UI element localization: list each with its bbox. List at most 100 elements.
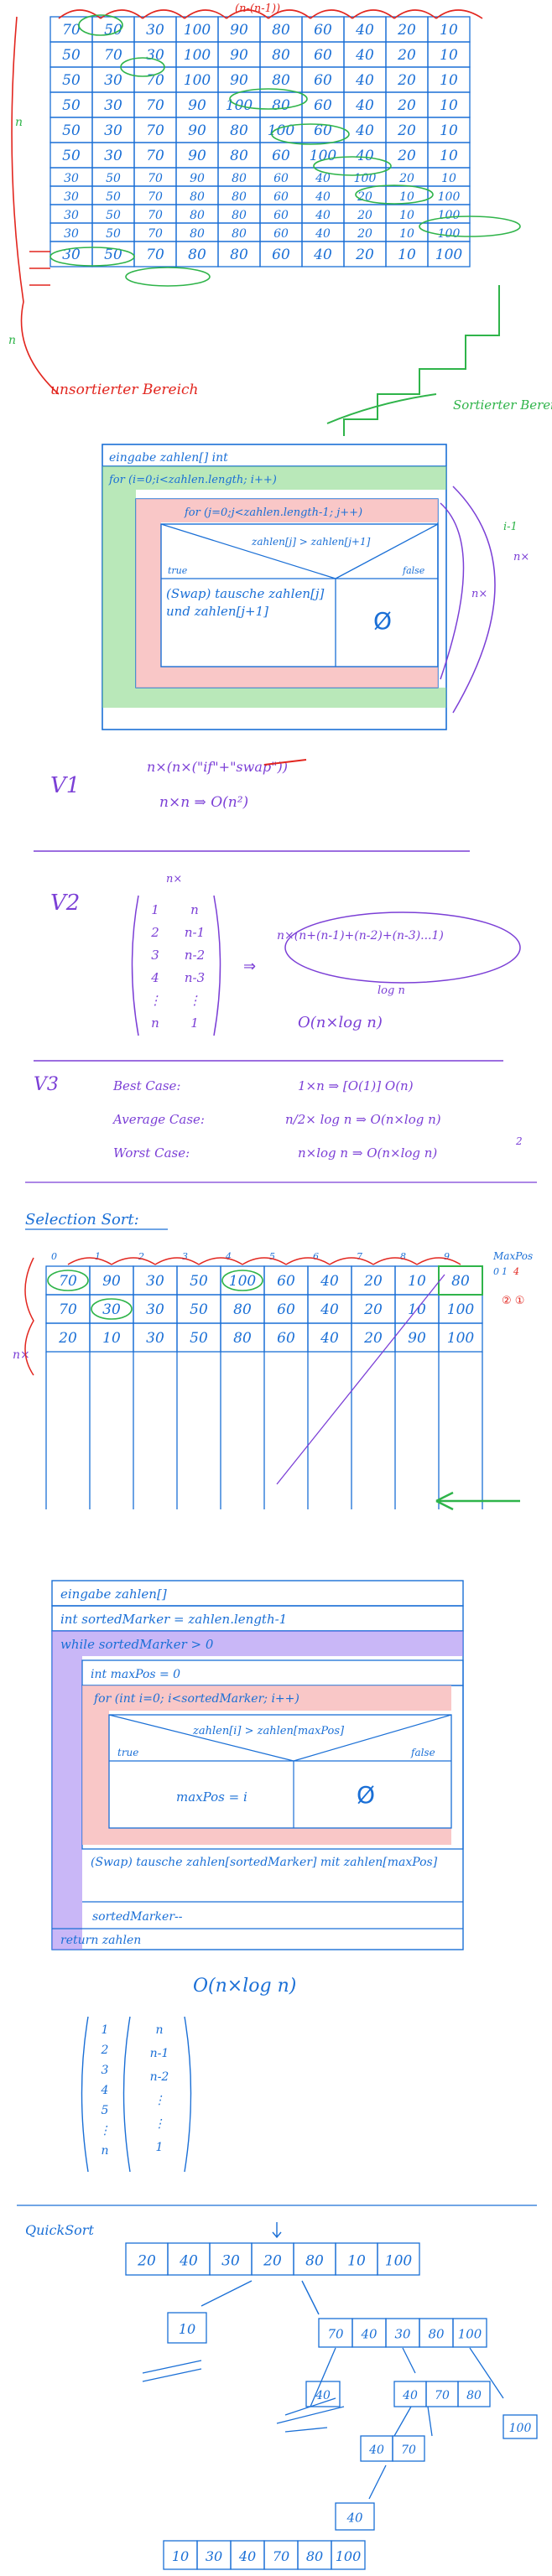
- bubble-cell-value: 100: [438, 190, 461, 204]
- selection-cell-value: 70: [59, 1273, 77, 1290]
- selection-sort-title: Selection Sort:: [25, 1211, 139, 1228]
- selection-red-arrows: [67, 1257, 461, 1265]
- bubble-cell-value: 40: [355, 97, 374, 114]
- selection-left-item: ⋮: [99, 2124, 111, 2137]
- v1-label: V1: [50, 773, 80, 798]
- quick-sort-value: 40: [315, 2389, 331, 2402]
- selection-cell-value: 10: [408, 1273, 426, 1290]
- sel-nassi-false: false: [410, 1747, 435, 1758]
- bubble-cell-value: 20: [357, 209, 372, 222]
- bubble-cell-value: 100: [184, 47, 211, 64]
- quick-sort-value: 20: [263, 2253, 282, 2270]
- selection-cell-value: 20: [363, 1301, 383, 1318]
- bubble-cell-value: 80: [230, 247, 248, 263]
- selection-red-brackets: [24, 1257, 34, 1376]
- selection-cell-value: 20: [363, 1330, 383, 1347]
- bubble-cell-value: 10: [398, 247, 416, 263]
- bubble-cell-value: 60: [314, 47, 332, 64]
- red-swap-arrows: [58, 9, 483, 19]
- v3-row-best-value: 1×n ⇒ [O(1)] O(n): [298, 1078, 414, 1093]
- selection-nassi-diagram: eingabe zahlen[] int sortedMarker = zahl…: [51, 1580, 464, 1950]
- v2-right-item: ⋮: [189, 993, 201, 1008]
- bubble-cell-value: 100: [184, 22, 211, 39]
- bubble-cell-value: 30: [64, 227, 79, 241]
- n-label-left-2: n: [8, 334, 16, 347]
- selection-cell-value: 80: [233, 1301, 252, 1318]
- selection-cell-value: 50: [190, 1301, 208, 1318]
- quick-sort-cell: [335, 2502, 375, 2531]
- quick-sort-value: 40: [346, 2511, 363, 2526]
- bubble-cell-value: 40: [313, 247, 332, 263]
- quick-sort-value: 70: [273, 2548, 289, 2564]
- maxpos-label: MaxPos: [492, 1250, 533, 1262]
- selection-cell-value: 40: [320, 1330, 339, 1347]
- quick-sort-title: QuickSort: [25, 2222, 94, 2238]
- bubble-cell-value: 60: [314, 97, 332, 114]
- bubble-cell-value: 70: [62, 22, 81, 39]
- selection-left-item: 5: [102, 2104, 109, 2117]
- v2-log: log n: [378, 984, 405, 997]
- quick-sort-value: 40: [360, 2327, 378, 2342]
- bubble-cell-value: 90: [188, 122, 206, 139]
- bubble-cell-value: 20: [397, 122, 416, 139]
- bubble-cell-value: 10: [440, 72, 458, 89]
- quick-sort-value: 80: [306, 2548, 323, 2564]
- label-nx-inner: n×: [471, 588, 487, 600]
- bubble-cell-value: 40: [355, 122, 374, 139]
- selection-green-arrow: [435, 1491, 520, 1511]
- bubble-cell-value: 50: [62, 122, 81, 139]
- bubble-cell-value: 20: [398, 172, 414, 185]
- bubble-cell-value: 40: [355, 47, 374, 64]
- v2-right-item: n-1: [185, 925, 205, 940]
- quick-sort-left-part: 10: [167, 2312, 207, 2344]
- selection-cell-value: 80: [233, 1330, 252, 1347]
- v2-label: V2: [50, 891, 80, 916]
- bubble-cell-value: 80: [232, 190, 247, 204]
- quick-sort-cell: [452, 2318, 487, 2348]
- bubble-cell-value: 20: [397, 148, 416, 164]
- bubble-nassi-false: false: [402, 565, 425, 576]
- bubble-cell-value: 30: [104, 72, 122, 89]
- quick-sort-value: 20: [137, 2253, 156, 2270]
- bubble-cell-value: 80: [232, 209, 247, 222]
- quick-sort-level4: 40: [335, 2502, 375, 2531]
- sel-nassi-decrement: sortedMarker--: [92, 1910, 183, 1924]
- v2-right-item: n: [190, 902, 199, 917]
- selection-left-item: 2: [101, 2044, 109, 2057]
- selection-index: 1: [95, 1251, 101, 1262]
- bubble-cell-value: 70: [146, 148, 164, 164]
- quick-sort-cell: [392, 2435, 425, 2462]
- bubble-cell-value: 10: [440, 122, 458, 139]
- quick-sort-value: 70: [401, 2444, 416, 2457]
- quick-sort-level2-left: 40: [305, 2381, 341, 2407]
- selection-cell-value: 30: [146, 1301, 164, 1318]
- quick-sort-value: 40: [238, 2548, 256, 2564]
- bubble-cell-value: 60: [314, 22, 332, 39]
- unsorted-area-label: unsortierter Bereich: [50, 382, 199, 398]
- circled-mark: ② ①: [502, 1295, 524, 1307]
- v2-left-item: 1: [151, 902, 159, 917]
- sel-nassi-input: eingabe zahlen[]: [60, 1587, 167, 1602]
- quick-sort-value: 30: [221, 2253, 240, 2270]
- bubble-cell-value: 10: [440, 22, 458, 39]
- bubble-cell-value: 100: [310, 148, 337, 164]
- bubble-nassi-swap: (Swap) tausche zahlen[j] und zahlen[j+1]: [166, 586, 325, 619]
- green-arrow-sorted: [326, 393, 437, 424]
- bubble-cell: [427, 241, 471, 267]
- sorted-area-label: Sortierter Bereich: [453, 397, 552, 413]
- bubble-cell-value: 70: [146, 97, 164, 114]
- bubble-cell-value: 50: [104, 247, 122, 263]
- selection-right-item: ⋮: [154, 2117, 165, 2131]
- sel-nassi-for: for (int i=0; i<sortedMarker; i++): [93, 1692, 299, 1706]
- quick-sort-cell: [457, 2381, 491, 2407]
- selection-right-item: n: [155, 2023, 163, 2037]
- bubble-cell-value: 10: [440, 97, 458, 114]
